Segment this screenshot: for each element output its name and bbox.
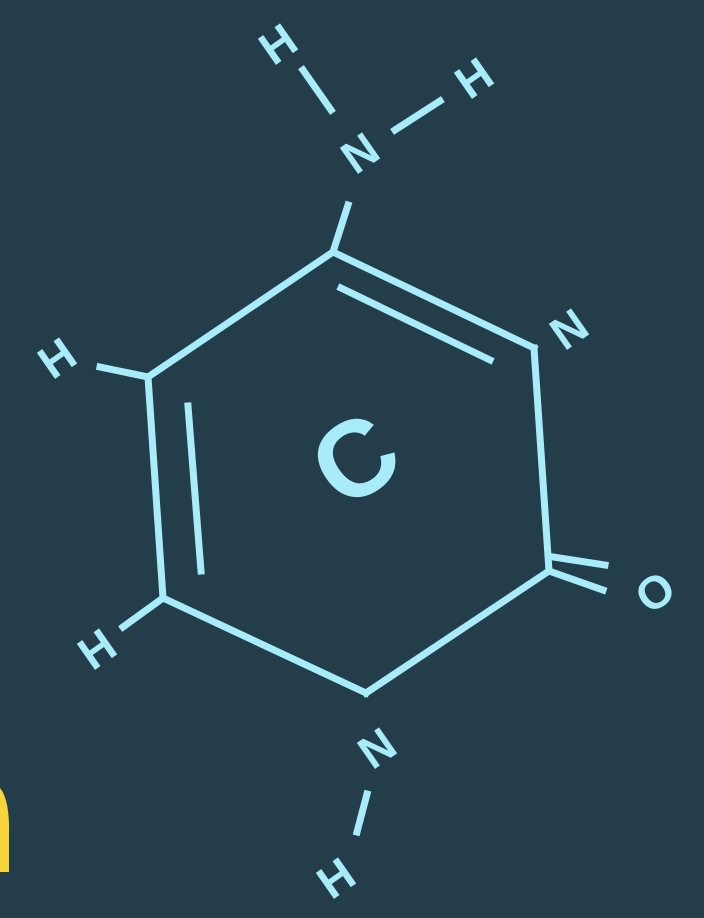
bond-c4-n3-double xyxy=(336,283,495,365)
atom-c-center: C xyxy=(288,387,421,531)
bond-c2-n1 xyxy=(361,566,554,698)
bond-n1-c6 xyxy=(158,593,371,698)
atom-n-ring-bottom: N xyxy=(348,717,405,779)
bond-c2-o-double xyxy=(549,553,609,569)
bond-c4-n3 xyxy=(328,247,539,353)
bond-n3-c2 xyxy=(530,344,553,575)
atom-h-amino-right: H xyxy=(445,47,502,109)
atom-n-amino: N xyxy=(331,122,388,184)
bond-c2-o xyxy=(544,566,608,595)
bond-c6-c5 xyxy=(144,373,167,602)
atom-h-bottom: H xyxy=(307,847,364,909)
bond-n-amino-h-right xyxy=(390,96,445,135)
bond-n-amino-h-top xyxy=(298,65,336,115)
atom-n-ring-right: N xyxy=(540,298,597,360)
bond-c6-h xyxy=(118,593,168,632)
bond-c5-c4 xyxy=(143,247,338,382)
bond-c6-c5-double xyxy=(184,402,205,575)
atom-h-amino-top: H xyxy=(249,13,306,75)
atom-h-left-lower: H xyxy=(68,618,125,680)
bond-n1-h xyxy=(352,789,372,837)
atom-o-carbonyl: O xyxy=(625,560,684,623)
bond-c5-h xyxy=(95,362,153,382)
yellow-accent-shape xyxy=(0,788,10,872)
atom-h-left-upper: H xyxy=(28,327,85,389)
bond-c4-n-amino xyxy=(328,200,353,257)
